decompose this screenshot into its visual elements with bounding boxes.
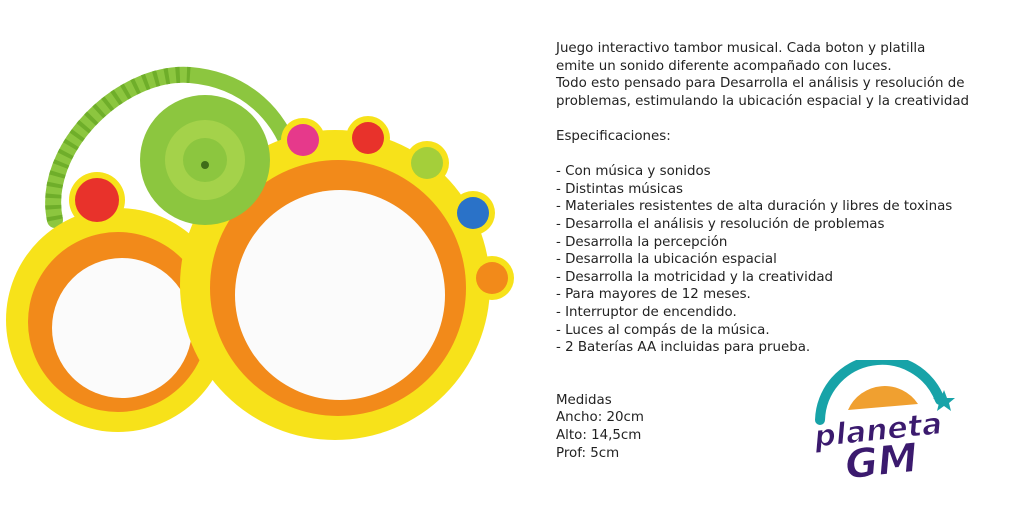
list-item: - Materiales resistentes de alta duració… [556,199,953,215]
specs-heading: Especificaciones: [556,128,671,144]
measure-depth: Prof: 5cm [556,445,620,461]
list-item: - 2 Baterías AA incluidas para prueba. [556,340,811,356]
specs-list: - Con música y sonidos - Distintas músic… [556,163,1016,357]
description-line: emite un sonido diferente acompañado con… [556,58,892,74]
list-item: - Con música y sonidos [556,164,711,180]
orange-button [476,262,508,294]
list-item: - Para mayores de 12 meses. [556,287,751,303]
list-item: - Desarrolla el análisis y resolución de… [556,216,885,232]
product-description: Juego interactivo tambor musical. Cada b… [556,40,1016,462]
list-item: - Desarrolla la ubicación espacial [556,252,777,268]
red-button [352,122,384,154]
list-item: - Distintas músicas [556,181,684,197]
logo-text-line2: GM [843,435,920,488]
list-item: - Desarrolla la percepción [556,234,728,250]
pink-button [287,124,319,156]
small-drum-pad [52,258,192,398]
star-icon [933,390,955,411]
description-line: Todo esto pensado para Desarrolla el aná… [556,76,965,92]
list-item: - Desarrolla la motricidad y la creativi… [556,269,834,285]
description-line: Juego interactivo tambor musical. Cada b… [556,41,926,56]
drum-toy-image [6,66,514,440]
measure-height: Alto: 14,5cm [556,428,642,444]
large-drum-pad [235,190,445,400]
lime-button [411,147,443,179]
list-item: - Luces al compás de la música. [556,322,770,338]
measures-heading: Medidas [556,392,612,408]
description-line: problemas, estimulando la ubicación espa… [556,93,970,109]
measure-width: Ancho: 20cm [556,410,644,426]
list-item: - Interruptor de encendido. [556,304,737,320]
blue-button [457,197,489,229]
planeta-gm-logo: planeta GM [811,360,955,489]
